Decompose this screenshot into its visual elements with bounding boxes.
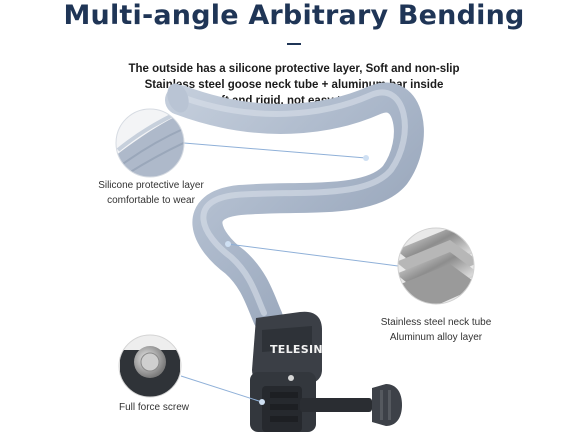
mount-body: [250, 311, 402, 432]
caption-line: Aluminum alloy layer: [389, 332, 483, 343]
callout-dot: [363, 155, 369, 161]
steel-caption: Stainless steel neck tube Aluminum alloy…: [376, 315, 496, 345]
page-title: Multi-angle Arbitrary Bending: [63, 0, 525, 31]
caption-line: comfortable to wear: [107, 195, 195, 206]
callout-dot: [225, 241, 231, 247]
brand-logo-text: TELESIN: [270, 343, 323, 356]
silicone-caption: Silicone protective layer comfortable to…: [91, 178, 211, 208]
feature-line: The outside has a silicone protective la…: [128, 63, 460, 75]
silicone-detail-image: [115, 108, 185, 178]
caption-line: Stainless steel neck tube: [380, 317, 492, 328]
screw-detail-image: [118, 334, 182, 398]
steel-detail-image: [397, 227, 475, 305]
callout-lines: [180, 142, 399, 403]
screw-caption: Full force screw: [104, 400, 204, 415]
callout-dot: [259, 399, 265, 405]
gooseneck-tube: [165, 82, 424, 333]
caption-line: Full force screw: [118, 402, 189, 413]
title-underline: [287, 43, 301, 45]
caption-line: Silicone protective layer: [98, 180, 204, 191]
